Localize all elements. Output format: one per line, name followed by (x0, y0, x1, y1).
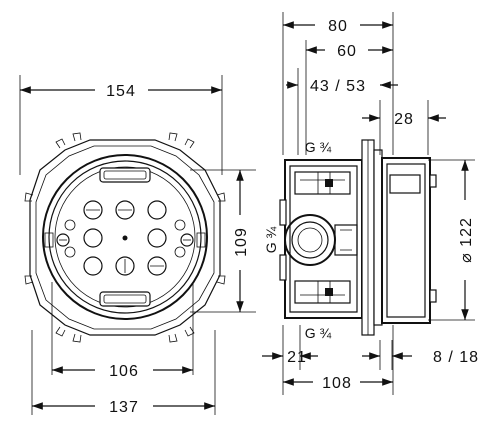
dimension-lines (19, 21, 469, 410)
dim-109: 109 (233, 227, 250, 257)
thread-top: G ¾ (305, 139, 332, 155)
dim-43-53: 43 / 53 (310, 78, 366, 95)
bottom-clamp (99, 291, 151, 307)
front-view (24, 132, 226, 343)
box-body (42, 154, 208, 320)
dim-80: 80 (328, 18, 348, 35)
knockouts (64, 200, 186, 276)
rear-cylinder (381, 157, 431, 324)
octagon-frame (29, 139, 221, 336)
top-clamp (99, 167, 151, 183)
dim-154: 154 (106, 83, 136, 100)
dim-106: 106 (109, 363, 139, 380)
dimension-labels: 154 109 106 137 80 60 43 / 53 28 ⌀ 122 2… (106, 18, 479, 416)
thread-bottom: G ¾ (305, 325, 332, 341)
dim-28: 28 (394, 111, 414, 128)
dim-108: 108 (322, 375, 352, 392)
thread-side: G ¾ (263, 226, 279, 253)
frame-teeth (24, 132, 226, 343)
side-screws (44, 232, 206, 248)
dim-137: 137 (109, 399, 139, 416)
side-view (279, 139, 437, 336)
dim-8-18: 8 / 18 (433, 349, 479, 366)
dim-60: 60 (337, 43, 357, 60)
projection-lines (19, 12, 475, 415)
dim-diameter-122: ⌀ 122 (458, 217, 475, 263)
dim-21: 21 (287, 349, 307, 366)
